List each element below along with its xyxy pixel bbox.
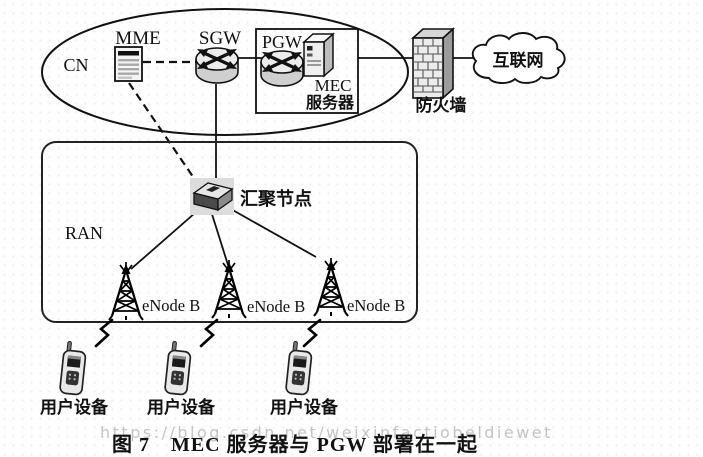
link-mme-aggregation-dashed — [128, 82, 201, 188]
pgw-label: PGW — [262, 32, 302, 52]
ue-phone-icon-2 — [163, 340, 193, 396]
enodeb-label-1: eNode B — [142, 296, 200, 315]
internet-cloud — [471, 32, 566, 84]
mec-label-line1: MEC — [315, 76, 352, 95]
enodeb-tower-icon-3 — [312, 256, 350, 318]
enodeb-label-2: eNode B — [247, 297, 305, 316]
internet-label: 互联网 — [493, 51, 544, 70]
aggregation-node-label: 汇聚节点 — [240, 188, 312, 209]
firewall-icon — [410, 27, 456, 100]
sgw-router-icon — [194, 46, 240, 85]
wireless-bolt-3 — [302, 318, 322, 348]
mme-label: MME — [115, 28, 160, 49]
pgw-router-icon — [259, 49, 305, 88]
firewall-label: 防火墙 — [416, 95, 467, 115]
enodeb-tower-icon-1 — [107, 260, 145, 322]
pgw-mec-group-box — [255, 28, 359, 114]
sgw-label: SGW — [199, 28, 241, 49]
ue-label-2: 用户设备 — [147, 397, 216, 417]
figure-caption: 图 7 MEC 服务器与 PGW 部署在一起 — [112, 432, 478, 456]
cn-boundary-ellipse — [41, 8, 409, 136]
ue-phone-icon-1 — [58, 340, 88, 396]
mec-server-icon — [303, 33, 334, 77]
ran-boundary-box — [41, 141, 418, 323]
ue-phone-icon-3 — [284, 340, 314, 396]
ue-label-3: 用户设备 — [270, 397, 339, 417]
enodeb-tower-icon-2 — [210, 258, 248, 320]
link-aggregation-enodeb-3 — [221, 203, 317, 258]
mec-label-line2: 服务器 — [306, 93, 355, 112]
ue-label-1: 用户设备 — [40, 397, 109, 417]
watermark-text: https://blog.csdn.net/weixinfactiobeldie… — [100, 423, 553, 442]
mme-ledger-icon — [114, 46, 143, 82]
wireless-bolt-2 — [199, 318, 219, 348]
wireless-bolt-1 — [94, 318, 114, 348]
enodeb-label-3: eNode B — [347, 296, 405, 315]
ran-label: RAN — [65, 223, 103, 243]
link-aggregation-enodeb-2 — [210, 210, 229, 266]
link-aggregation-enodeb-1 — [130, 205, 204, 270]
cn-label: CN — [63, 55, 88, 75]
